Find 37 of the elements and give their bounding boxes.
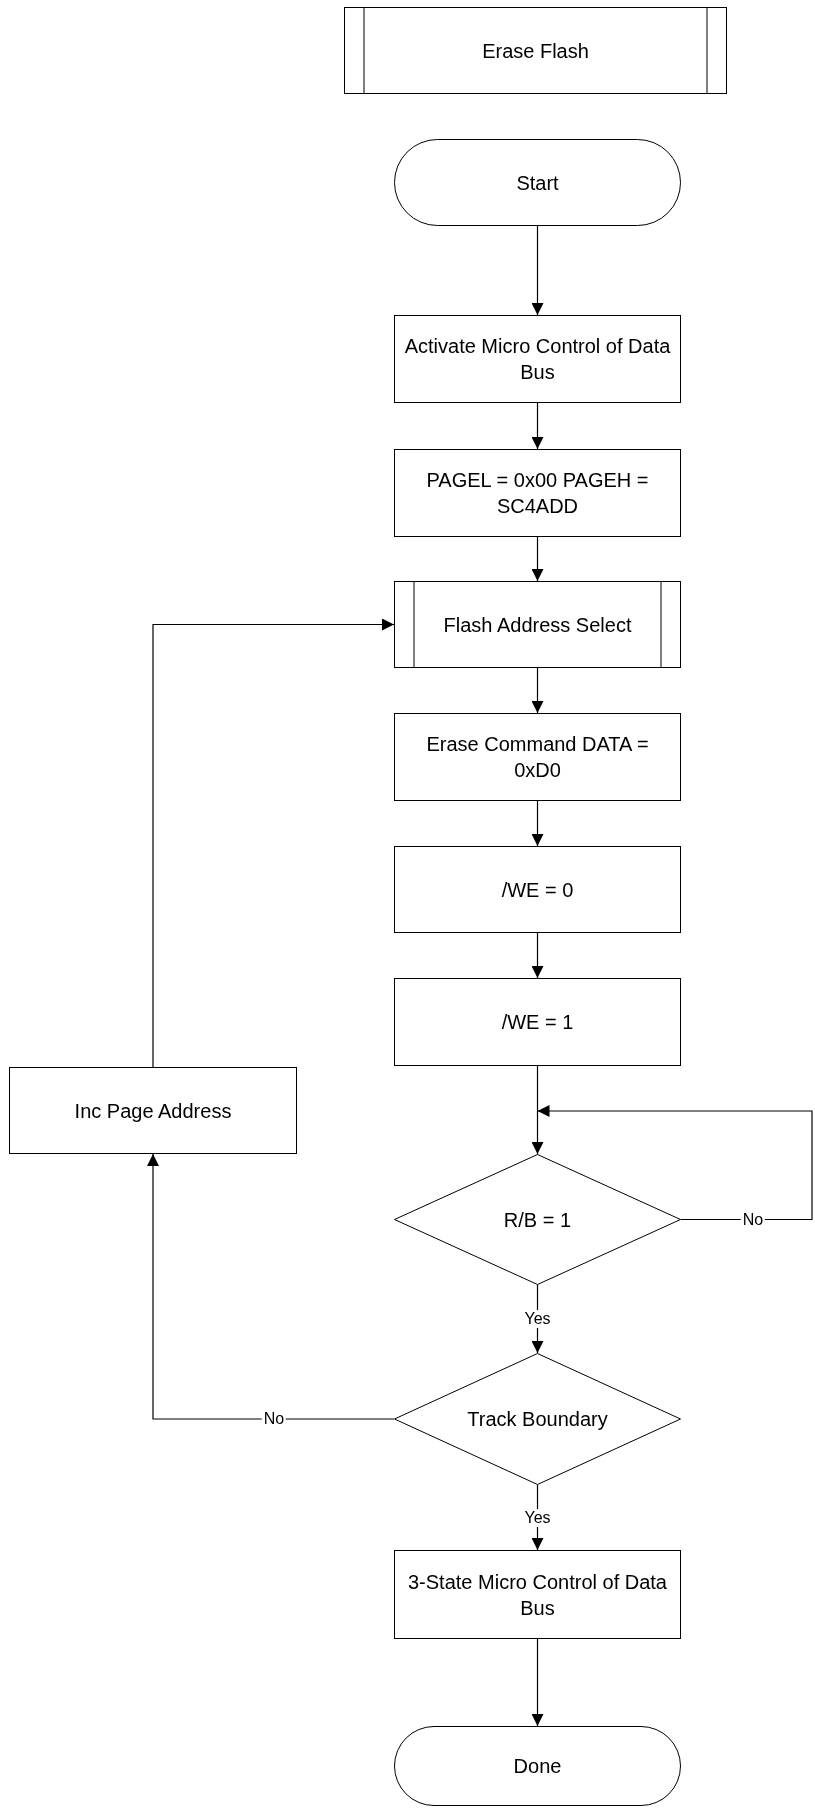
arrow xyxy=(531,225,544,316)
arrow xyxy=(531,800,544,847)
arrow xyxy=(531,1065,544,1155)
node-label: Inc Page Address xyxy=(73,1098,233,1124)
subroutine-box xyxy=(394,581,681,668)
arrow xyxy=(152,618,395,1068)
node-label: /WE = 1 xyxy=(500,1010,575,1035)
decision-diamond xyxy=(394,1353,681,1485)
node-label: /WE = 0 xyxy=(500,877,575,903)
arrow xyxy=(531,667,544,714)
process-box xyxy=(394,713,681,801)
node-label: Done xyxy=(512,1754,563,1779)
edge-label: Yes xyxy=(522,1508,553,1527)
process-box xyxy=(394,449,681,537)
node-label: Activate Micro Control of Data Bus xyxy=(403,334,672,385)
arrow xyxy=(531,932,544,979)
node-label: Erase Flash xyxy=(481,38,590,64)
arrow xyxy=(147,1153,395,1420)
process-box xyxy=(9,1067,297,1154)
arrow xyxy=(531,1638,544,1727)
node-label: Start xyxy=(515,170,560,196)
node-label: 3-State Micro Control of Data Bus xyxy=(407,1569,668,1621)
arrow xyxy=(531,536,544,582)
node-label: R/B = 1 xyxy=(502,1207,573,1233)
node-label: Flash Address Select xyxy=(442,612,633,638)
subroutine-box xyxy=(344,7,727,94)
process-box xyxy=(394,315,681,403)
process-box xyxy=(394,846,681,933)
decision-diamond xyxy=(394,1154,681,1285)
arrow xyxy=(536,1105,813,1221)
node-label: Track Boundary xyxy=(466,1407,609,1432)
edge-label: Yes xyxy=(522,1310,553,1328)
arrow xyxy=(531,402,544,450)
process-box xyxy=(394,1550,681,1639)
process-box xyxy=(394,978,681,1066)
node-label: PAGEL = 0x00 PAGEH = SC4ADD xyxy=(425,468,650,519)
node-label: Erase Command DATA = 0xD0 xyxy=(425,732,650,783)
